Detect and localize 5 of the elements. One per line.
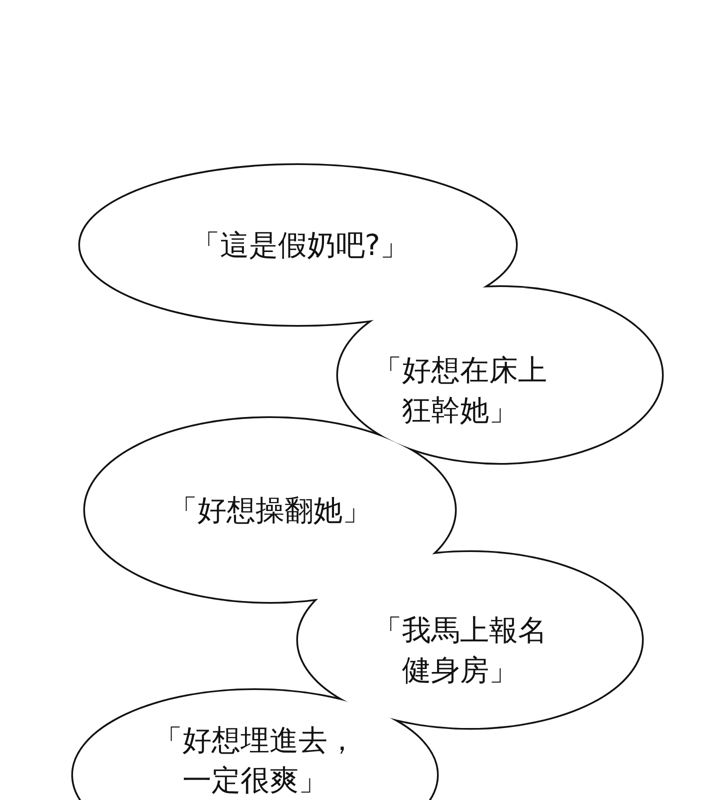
speech-text: 「好想埋進去，一定很爽」 (152, 722, 358, 799)
speech-text: 「好想操翻她」 (168, 492, 372, 529)
speech-text: 「這是假奶吧?」 (190, 227, 410, 264)
speech-text: 「我馬上報名健身房」 (372, 612, 548, 689)
speech-text: 「好想在床上狂幹她」 (372, 352, 548, 429)
